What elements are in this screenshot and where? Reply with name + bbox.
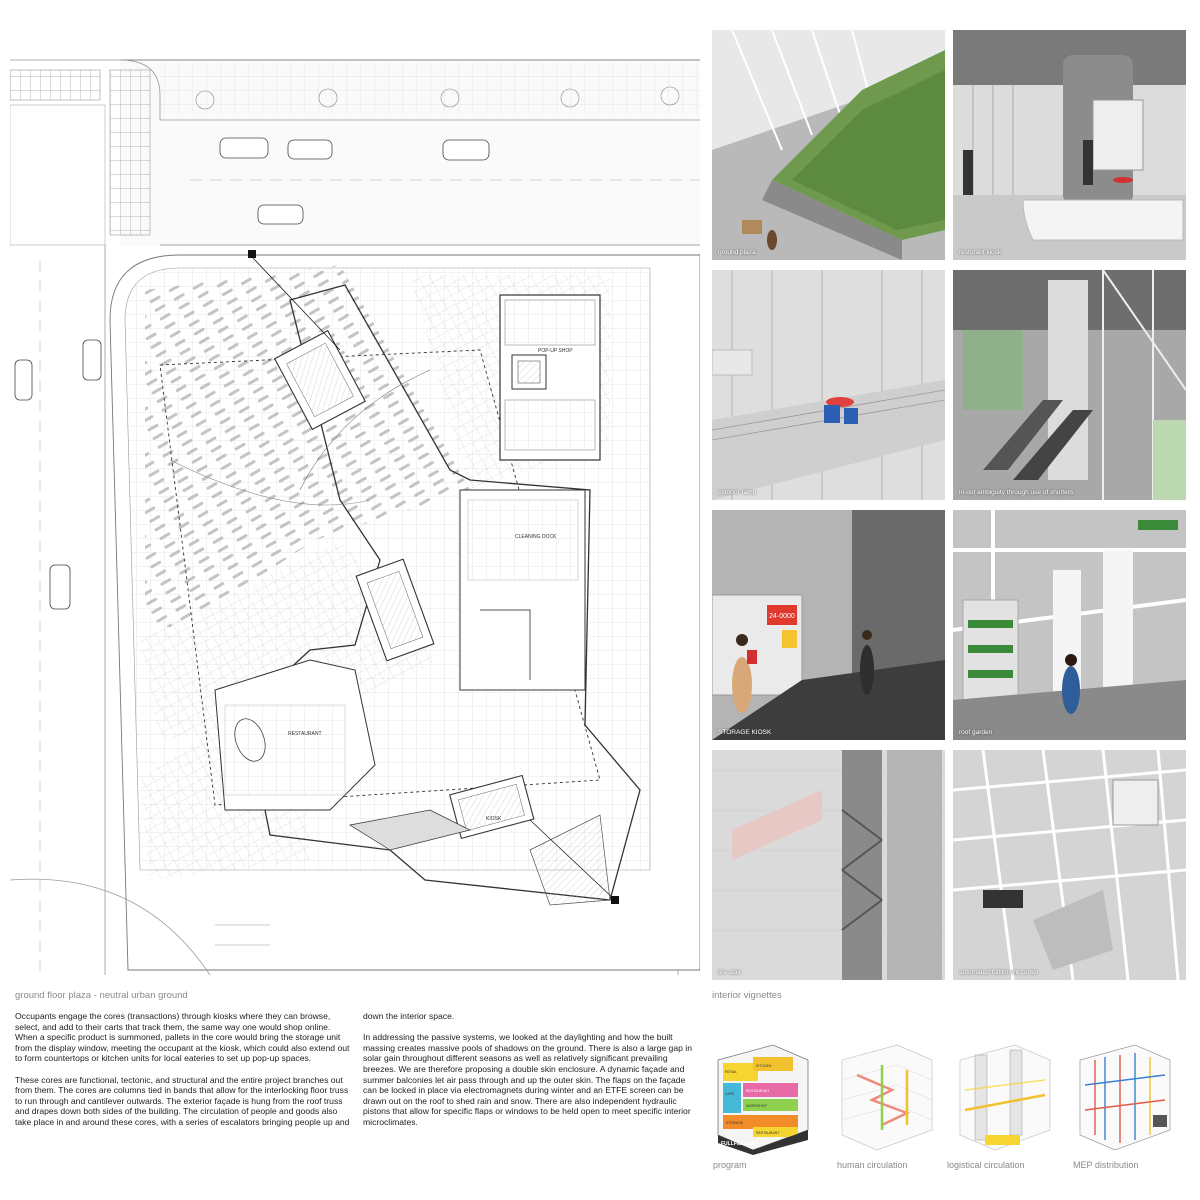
text-column-2: down the interior space. In addressing t… bbox=[363, 1011, 695, 1138]
plan-label-kiosk: KIOSK bbox=[486, 816, 502, 822]
vignette-fire-stair: fire stair bbox=[712, 750, 945, 980]
paragraph: These cores are functional, tectonic, an… bbox=[15, 1074, 350, 1127]
vignettes-caption: interior vignettes bbox=[712, 990, 782, 1001]
paragraph: Occupants engage the cores (transactions… bbox=[15, 1011, 350, 1064]
vignette-fulfillment-center: automated fulfillment center bbox=[953, 750, 1186, 980]
plan-caption: ground floor plaza - neutral urban groun… bbox=[15, 990, 188, 1001]
paragraph: In addressing the passive systems, we lo… bbox=[363, 1032, 692, 1127]
plan-label-restaurant: RESTAURANT bbox=[288, 731, 322, 737]
program-tag: RETAIL bbox=[725, 1070, 737, 1074]
diagram-label: MEP distribution bbox=[1073, 1160, 1139, 1170]
vignette-label: STORAGE KIOSK bbox=[718, 729, 772, 736]
vignette-storage-kiosk: 24·0000 STORAGE KIOSK bbox=[712, 510, 945, 740]
vignette-label: ground plaza bbox=[718, 249, 756, 256]
diagram-label: program bbox=[713, 1160, 747, 1170]
vignette-ground-plaza: ground plaza bbox=[712, 30, 945, 260]
vignette-restaurant-kiosk: resturant kiosk bbox=[953, 30, 1186, 260]
diagram-logistical-circulation bbox=[955, 1035, 1055, 1155]
program-tag: WORKSHOP bbox=[746, 1104, 767, 1108]
diagram-mep-distribution bbox=[1075, 1035, 1175, 1155]
plan-label-cleaning: CLEANING DOCK bbox=[515, 534, 557, 540]
paragraph: down the interior space. bbox=[363, 1011, 455, 1021]
plan-drawing: POP-UP SHOP CLEANING DOCK RESTAURANT KIO… bbox=[9, 59, 701, 976]
diagram-label: human circulation bbox=[837, 1160, 908, 1170]
program-tag: RESTAURANT bbox=[746, 1089, 770, 1093]
vignette-label: resturant kiosk bbox=[959, 249, 1002, 256]
vignette-label: roof garden bbox=[959, 729, 993, 736]
vignette-roof-garden: roof garden bbox=[953, 510, 1186, 740]
diagram-label: logistical circulation bbox=[947, 1160, 1025, 1170]
vignette-exterior-ramp: exterior ramp bbox=[712, 270, 945, 500]
vignette-label: exterior ramp bbox=[718, 489, 757, 496]
vignette-label: in-out ambiguity through use of shutters bbox=[959, 489, 1074, 496]
text-column-1: Occupants engage the cores (transactions… bbox=[15, 1011, 350, 1138]
program-tag: FULLFILLMENT bbox=[721, 1141, 759, 1147]
plan-label-popup: POP-UP SHOP bbox=[538, 348, 573, 354]
vignette-shutters: in-out ambiguity through use of shutters bbox=[953, 270, 1186, 500]
vignette-label: fire stair bbox=[718, 969, 742, 976]
program-tag: RESTAURANT bbox=[756, 1131, 780, 1135]
program-tag: STORAGE bbox=[726, 1121, 744, 1125]
program-tag: CAFE bbox=[725, 1092, 735, 1096]
vignette-sign-text: 24·0000 bbox=[769, 613, 795, 620]
program-tag: KITCHEN bbox=[756, 1064, 772, 1068]
ground-floor-plan: POP-UP SHOP CLEANING DOCK RESTAURANT KIO… bbox=[9, 20, 701, 976]
diagram-program: FULLFILLMENT KITCHEN RESTAURANT WORKSHOP… bbox=[713, 1035, 813, 1155]
diagram-human-circulation bbox=[837, 1035, 937, 1155]
vignette-label: automated fulfillment center bbox=[959, 969, 1039, 976]
